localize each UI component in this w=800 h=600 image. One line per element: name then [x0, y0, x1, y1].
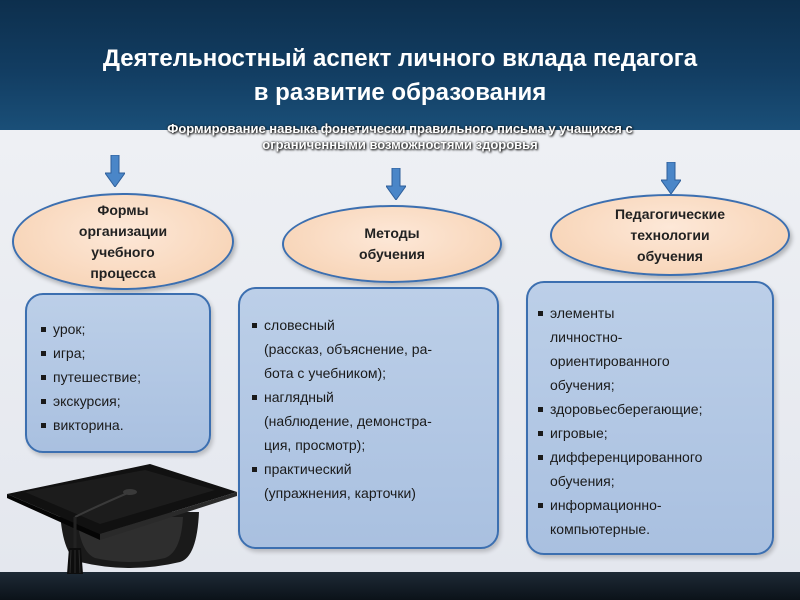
title-line-1: Деятельностный аспект личного вклада пед… [102, 45, 698, 72]
list-item-line: (упражнения, карточки) [264, 485, 416, 501]
oval-technologies-heading: Педагогические технологии обучения [550, 194, 790, 276]
list-item-line: ция, просмотр); [264, 437, 366, 453]
list-item-line: дифференцированного [550, 449, 703, 465]
list-item-line: компьютерные. [550, 521, 651, 537]
list-item-line: (наблюдение, демонстра- [264, 413, 432, 429]
list-item-line: словесный [264, 317, 335, 333]
list-item-line: элементы [550, 305, 615, 321]
list-item-line: практический [264, 461, 352, 477]
list-item: урок; [41, 317, 209, 341]
list-item-line: обучения; [550, 473, 615, 489]
oval-line: обучения [637, 247, 703, 264]
page-title: Деятельностный аспект личного вклада пед… [0, 42, 800, 110]
subtitle: Формирование навыка фонетически правильн… [40, 121, 760, 153]
list-item: элементы личностно- ориентированного обу… [538, 301, 772, 397]
technologies-list: элементы личностно- ориентированного обу… [538, 301, 772, 541]
list-item: дифференцированного обучения; [538, 445, 772, 493]
oval-line: Методы [364, 225, 420, 241]
subtitle-line-1: Формирование навыка фонетически правильн… [167, 121, 633, 136]
list-item-line: (рассказ, объяснение, ра- [264, 341, 433, 357]
header-banner [0, 0, 800, 130]
oval-forms-heading: Формы организации учебного процесса [12, 193, 234, 290]
oval-line: организации [78, 222, 168, 239]
list-item: экскурсия; [41, 389, 209, 413]
forms-list-box: урок; игра; путешествие; экскурсия; викт… [25, 293, 211, 453]
list-item-line: информационно- [550, 497, 662, 513]
oval-line: технологии [630, 226, 710, 243]
list-item-line: здоровьесберегающие; [550, 401, 703, 417]
oval-line: обучения [359, 246, 425, 262]
methods-list-box: словесный (рассказ, объяснение, ра- бота… [238, 287, 499, 549]
list-item: викторина. [41, 413, 209, 437]
list-item: здоровьесберегающие; [538, 397, 772, 421]
list-item-line: наглядный [264, 389, 334, 405]
list-item-line: ориентированного [550, 353, 670, 369]
list-item: практический (упражнения, карточки) [252, 457, 497, 505]
oval-methods-heading: Методы обучения [282, 205, 502, 283]
list-item: игра; [41, 341, 209, 365]
graduation-cap-icon [7, 464, 237, 574]
list-item-line: обучения; [550, 377, 615, 393]
subtitle-line-2: ограниченными возможностями здоровья [262, 137, 538, 152]
oval-line: Педагогические [614, 205, 726, 222]
title-line-2: в развитие образования [253, 79, 547, 106]
list-item: информационно- компьютерные. [538, 493, 772, 541]
list-item-line: игровые; [550, 425, 608, 441]
list-item: словесный (рассказ, объяснение, ра- бота… [252, 313, 497, 385]
down-arrow-icon [661, 162, 681, 194]
down-arrow-icon [105, 155, 125, 187]
methods-list: словесный (рассказ, объяснение, ра- бота… [252, 313, 497, 505]
list-item: путешествие; [41, 365, 209, 389]
list-item: наглядный (наблюдение, демонстра- ция, п… [252, 385, 497, 457]
oval-line: процесса [90, 264, 156, 281]
down-arrow-icon [386, 168, 406, 200]
oval-line: учебного [91, 243, 155, 260]
forms-list: урок; игра; путешествие; экскурсия; викт… [41, 317, 209, 437]
technologies-list-box: элементы личностно- ориентированного обу… [526, 281, 774, 555]
footer-band [0, 572, 800, 600]
list-item-line: личностно- [550, 329, 623, 345]
oval-line: Формы [97, 201, 149, 218]
list-item-line: бота с учебником); [264, 365, 387, 381]
list-item: игровые; [538, 421, 772, 445]
